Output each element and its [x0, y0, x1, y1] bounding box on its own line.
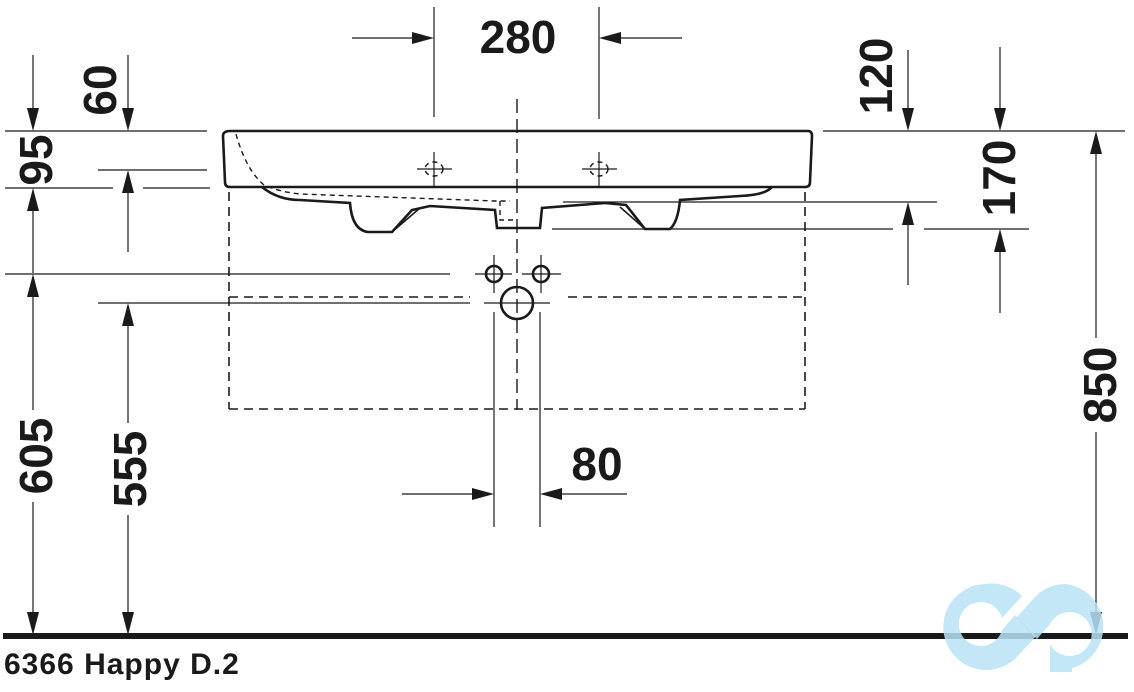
dimension-label-850: 850 — [1074, 347, 1126, 424]
dimension-label-120: 120 — [850, 38, 902, 115]
floor-line — [3, 633, 1128, 639]
dimension-label-280: 280 — [480, 11, 557, 63]
dimension-label-60: 60 — [74, 64, 126, 115]
infinity-logo-icon — [943, 583, 1104, 672]
drain-connection — [484, 285, 550, 321]
dimension-label-80: 80 — [571, 438, 622, 490]
dimension-280: 280 — [352, 7, 682, 119]
washbasin-outline — [221, 129, 814, 234]
tap-hole-marker-right — [582, 152, 617, 187]
dimension-605-555: 605 555 — [5, 273, 470, 635]
product-title: 6366 Happy D.2 — [4, 648, 240, 681]
supply-connection-left — [475, 255, 512, 293]
dimension-60-95: 60 95 — [5, 55, 210, 273]
cabinet-outline-dashed — [228, 192, 806, 410]
supply-connection-right — [522, 255, 561, 293]
dimension-label-170: 170 — [973, 140, 1025, 217]
dimension-label-605: 605 — [10, 418, 62, 495]
dimension-label-555: 555 — [104, 431, 156, 508]
dimension-120-170: 120 170 — [552, 38, 1125, 313]
tap-hole-marker-left — [417, 152, 452, 187]
dimension-80: 80 — [402, 312, 627, 527]
dimension-label-95: 95 — [10, 134, 62, 185]
dimension-850: 850 — [1074, 131, 1126, 635]
